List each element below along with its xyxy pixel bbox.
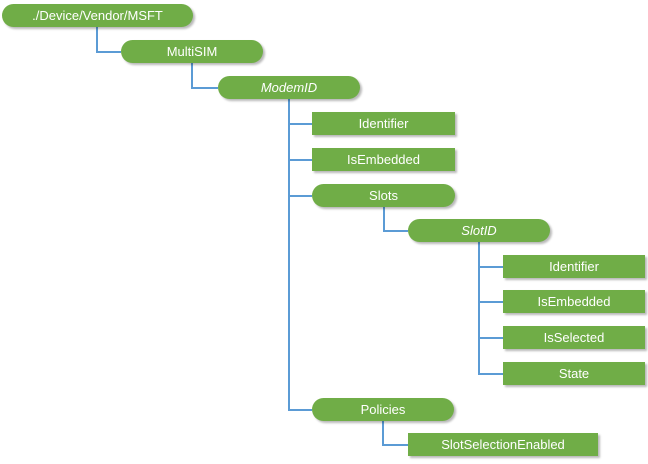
tree-node-label: ./Device/Vendor/MSFT	[32, 8, 163, 23]
connector-slots-to-slotid-v	[383, 207, 385, 232]
tree-node-slot-state: State	[503, 362, 645, 385]
tree-node-modem-isembedded: IsEmbedded	[312, 148, 455, 171]
connector-slotid-trunk-v	[478, 242, 480, 375]
connector-modemid-trunk-v	[288, 99, 290, 411]
tree-node-policies: Policies	[312, 398, 454, 421]
connector-modemid-to-identifier-h	[288, 123, 312, 125]
tree-node-label: Policies	[360, 402, 406, 417]
tree-node-modem-identifier: Identifier	[312, 112, 455, 135]
tree-node-slotid: SlotID	[408, 219, 550, 242]
tree-node-label: IsEmbedded	[347, 152, 420, 167]
tree-node-modemid: ModemID	[218, 76, 360, 99]
tree-node-label: Slots	[369, 188, 398, 203]
connector-slots-to-slotid-h	[383, 230, 408, 232]
tree-node-label: IsSelected	[543, 330, 605, 345]
tree-node-label: Identifier	[358, 116, 409, 131]
tree-node-slots: Slots	[312, 184, 455, 207]
connector-policies-to-sse-v	[382, 421, 384, 446]
tree-node-label: ModemID	[260, 80, 318, 95]
tree-node-slot-isselected: IsSelected	[503, 326, 645, 349]
connector-slotid-to-isembedded-h	[478, 301, 503, 303]
tree-node-label: MultiSIM	[166, 44, 218, 59]
connector-policies-to-sse-h	[382, 444, 408, 446]
tree-node-label: State	[558, 366, 590, 381]
connector-modemid-to-isembedded-h	[288, 159, 312, 161]
connector-root-to-multisim-v	[96, 27, 98, 53]
tree-node-root: ./Device/Vendor/MSFT	[2, 4, 193, 27]
connector-slotid-to-identifier-h	[478, 266, 503, 268]
connector-multisim-to-modemid-h	[191, 87, 218, 89]
connector-modemid-to-policies-h	[288, 409, 312, 411]
connector-multisim-to-modemid-v	[191, 63, 193, 89]
tree-node-slotselectionenabled: SlotSelectionEnabled	[408, 433, 598, 456]
tree-node-label: IsEmbedded	[537, 294, 611, 309]
connector-root-to-multisim-h	[96, 51, 121, 53]
tree-node-label: Identifier	[549, 259, 599, 274]
connector-slotid-to-isselected-h	[478, 337, 503, 339]
tree-node-multisim: MultiSIM	[121, 40, 263, 63]
tree-node-slot-isembedded: IsEmbedded	[503, 290, 645, 313]
connector-modemid-to-slots-h	[288, 195, 312, 197]
tree-node-label: SlotID	[461, 223, 497, 238]
connector-slotid-to-state-h	[478, 373, 503, 375]
tree-node-slot-identifier: Identifier	[503, 255, 645, 278]
tree-node-label: SlotSelectionEnabled	[441, 437, 565, 452]
